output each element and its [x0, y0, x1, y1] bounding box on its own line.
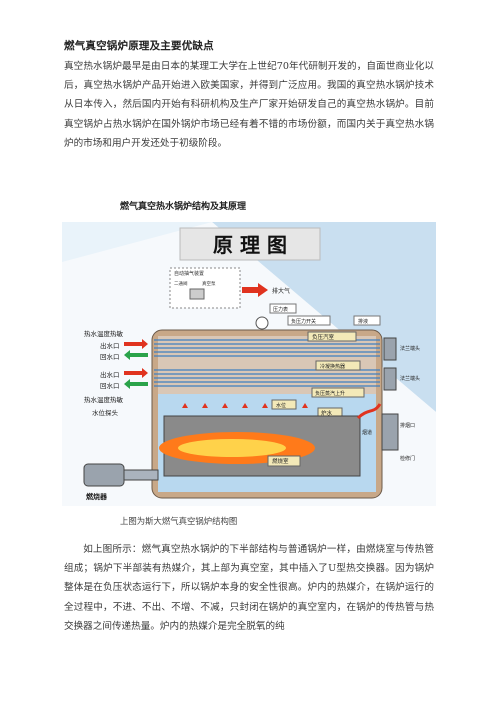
body-paragraph: 如上图所示：燃气真空热水锅炉的下半部结构与普通锅炉一样，由燃烧室与传热管组成；锅… — [64, 544, 434, 632]
outlet-2-label: 出水口 — [100, 370, 120, 379]
gauge-icon — [255, 316, 269, 330]
return-1-arrow — [124, 350, 148, 360]
return-2-label: 回水口 — [100, 381, 120, 390]
valve-label: 二通阀 — [174, 280, 188, 287]
outlet-1-arrow — [124, 339, 148, 349]
flue-label: 烟道 — [362, 429, 372, 436]
figure-caption: 上图为斯大燃气真空锅炉结构图 — [120, 516, 238, 526]
steam-rise-label: 负压蒸汽上升 — [315, 390, 345, 397]
return-2-arrow — [124, 379, 148, 389]
burner-icon — [83, 463, 125, 487]
pressure-switch-label: 负压力开关 — [291, 318, 316, 325]
return-1-label: 回水口 — [100, 352, 120, 361]
outlet-2-arrow — [124, 368, 148, 378]
right-label-3: 排烟口 — [400, 422, 415, 429]
intro-paragraph: 真空热水锅炉最早是由日本的某理工大学在上世纪70年代研制开发的，自面世商业化以后… — [64, 61, 434, 149]
burner-label: 燃烧器 — [85, 492, 108, 501]
boiler-diagram-svg: 原 理 图 自动抽气装置 二通阀 真空泵 排大气 压力表 负压力开关 排液 — [62, 222, 436, 506]
pressure-gauge-label: 压力表 — [273, 306, 288, 313]
auto-pump-label: 自动抽气装置 — [174, 270, 204, 277]
boiler-diagram: 原 理 图 自动抽气装置 二通阀 真空泵 排大气 压力表 负压力开关 排液 — [62, 222, 436, 506]
hot-sensor-bottom-label: 热水温度热敏 — [84, 395, 124, 404]
exhaust-label: 排大气 — [272, 287, 290, 295]
figure-title: 燃气真空热水锅炉结构及其原理 — [120, 202, 247, 212]
right-label-1: 法兰端头 — [400, 345, 420, 352]
right-label-2: 法兰端头 — [400, 375, 420, 382]
hot-sensor-top-label: 热水温度热敏 — [84, 329, 124, 338]
furnace-water-label: 炉水 — [321, 409, 333, 417]
banner-text: 原 理 图 — [213, 233, 287, 257]
level-probe-label: 水位探头 — [92, 408, 119, 417]
page-title: 燃气真空锅炉原理及主要优缺点 — [64, 40, 214, 52]
negative-chamber-label: 负压汽室 — [312, 333, 335, 341]
cold-exchanger-label: 冷凝换热器 — [320, 363, 345, 370]
air-pump-label: 真空泵 — [202, 280, 216, 287]
drain-label: 排液 — [358, 318, 368, 325]
combustion-label: 燃烧室 — [272, 457, 289, 465]
water-level-label: 水位 — [276, 402, 286, 409]
right-label-4: 检修门 — [400, 455, 415, 462]
steam-arrows — [182, 403, 308, 408]
outlet-1-label: 出水口 — [100, 341, 120, 350]
